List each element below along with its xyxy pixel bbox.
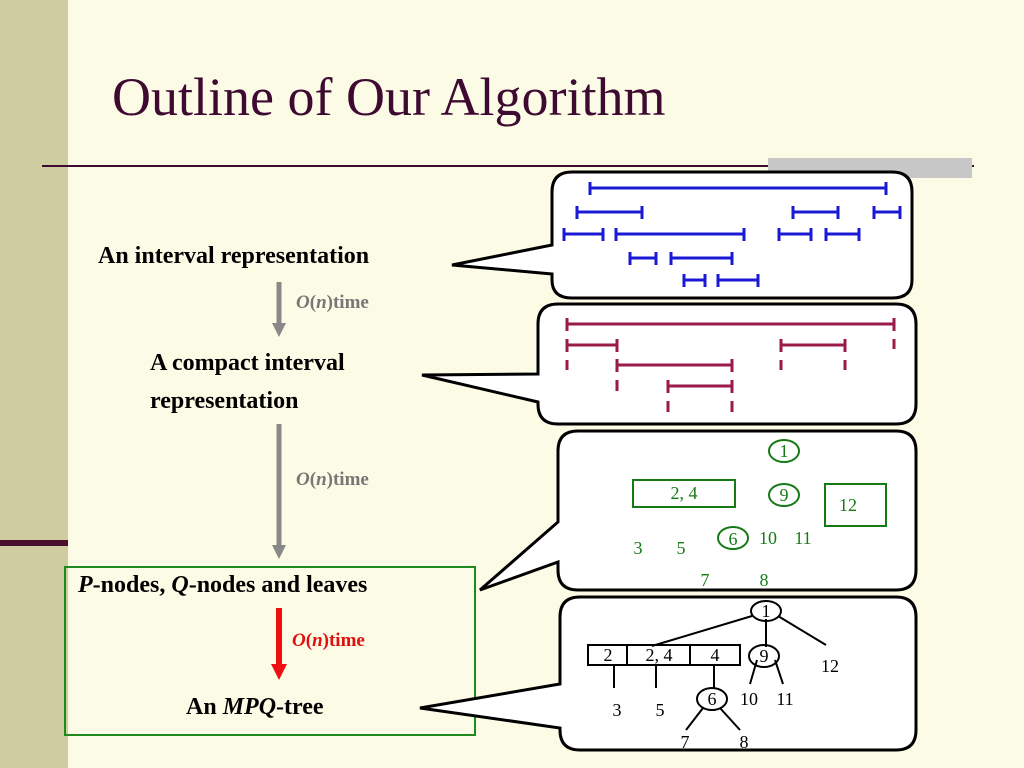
mpq-node-label: 10 [740,689,758,709]
time-label-1: O(n)time [296,292,369,313]
mpq-q-cell-label: 4 [711,645,720,665]
pq-node-label: 9 [780,485,789,505]
pq-node-label: 6 [729,529,738,549]
pq-node-label: 5 [677,538,686,558]
title-rule [42,165,974,167]
interval-set-blue [562,182,902,287]
mpq-root-label: 1 [762,601,771,621]
pq-node-label: 8 [760,570,769,590]
pq-node-label: 3 [634,538,643,558]
compact-representation-label-2: representation [150,388,299,414]
pq-node-label: 10 [759,528,777,548]
pq-node-label: 12 [839,495,857,515]
mpq-tree-edges [587,600,827,731]
callout-mpq-tree [419,595,918,752]
side-accent-bar [0,540,68,546]
mpq-q-cell-label: 2 [604,645,613,665]
mpq-node-label: 9 [760,646,769,666]
pq-group-label: 2, 4 [671,483,698,503]
side-band [0,0,68,768]
mpq-node-label: 12 [821,656,839,676]
time-label-3: O(n)time [292,630,365,651]
mpq-tree-label: An MPQ-tree [186,694,324,720]
pq-nodes-label: P-nodes, Q-nodes and leaves [78,572,368,598]
time-label-2: O(n)time [296,469,369,490]
pq-mpq-group-box [64,566,476,736]
mpq-node-label: 11 [776,689,793,709]
mpq-node-label: 8 [740,732,749,752]
mpq-node-label: 7 [681,732,690,752]
mpq-q-cell-label: 2, 4 [646,645,673,665]
pq-node-label: 11 [794,528,811,548]
mpq-node-label: 3 [613,700,622,720]
compact-representation-label-1: A compact interval [150,350,345,376]
pq-node-label: 1 [780,441,789,461]
mpq-node-label: 6 [708,689,717,709]
mpq-node-label: 5 [656,700,665,720]
interval-representation-label: An interval representation [98,243,370,269]
interval-set-maroon [565,318,896,412]
slide-title: Outline of Our Algorithm [112,67,666,127]
pq-node-set [632,439,887,550]
pq-node-label: 7 [701,570,710,590]
callout-pq-nodes [479,429,918,592]
